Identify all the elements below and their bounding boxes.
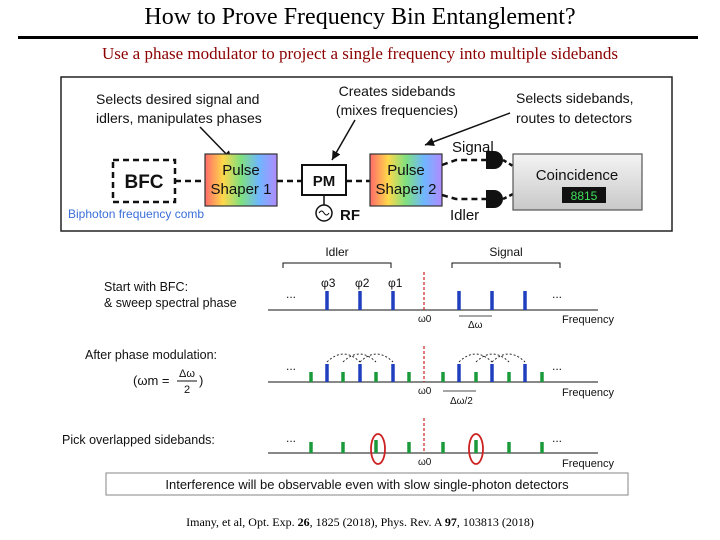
- rf-wave-icon: [318, 210, 330, 216]
- row1-frequency-label: Frequency: [562, 314, 614, 326]
- citation-volume-2: 97: [444, 515, 457, 529]
- bfc-label: BFC: [124, 172, 163, 193]
- citation-prefix: Imany, et al, Opt. Exp.: [186, 515, 298, 529]
- row3-omega0: ω0: [418, 457, 432, 468]
- note-left-line2: idlers, manipulates phases: [96, 110, 262, 126]
- omega-m-denominator: 2: [184, 384, 190, 396]
- arrow-to-pm: [331, 119, 356, 161]
- row2-sideband-arcs: [326, 353, 526, 363]
- note-mid-line1: Creates sidebands: [339, 83, 456, 99]
- interference-note-box: [105, 472, 629, 496]
- phi2-label: φ2: [355, 276, 370, 290]
- row1-ellipsis-left: ...: [286, 287, 296, 301]
- signal-cable: [502, 158, 514, 168]
- signal-detector-icon: [486, 151, 503, 169]
- idler-header: Idler: [325, 245, 348, 259]
- omega-m-formula: (ωm = Δω 2 ): [133, 368, 203, 396]
- pulse-shaper-2: [369, 153, 443, 207]
- omega-m-close: ): [199, 373, 203, 388]
- note-right-line1: Selects sidebands,: [516, 90, 634, 106]
- slide-title: How to Prove Frequency Bin Entanglement?: [144, 4, 576, 30]
- signal-label: Signal: [452, 139, 494, 156]
- row3-frequency-label: Frequency: [562, 458, 614, 470]
- omega-m-numerator: Δω: [179, 368, 195, 380]
- spectra-panel: Idler Signal Start with BFC: & sweep spe…: [62, 245, 629, 496]
- signal-sideband-highlight: [468, 433, 484, 465]
- setup-panel: Selects desired signal and idlers, manip…: [60, 76, 673, 232]
- row2-label: After phase modulation:: [85, 348, 217, 362]
- idler-path: [441, 193, 486, 201]
- biphoton-label: Biphoton frequency comb: [68, 207, 204, 221]
- row2-blue-lines: [325, 364, 527, 382]
- slide-subtitle: Use a phase modulator to project a singl…: [101, 44, 618, 63]
- entanglement-figure: Selects desired signal and idlers, manip…: [60, 76, 673, 496]
- row2-ellipsis-right: ...: [552, 359, 562, 373]
- idler-sideband-highlight: [370, 433, 386, 465]
- title-underline: [18, 36, 698, 39]
- coincidence-label: Coincidence: [536, 167, 619, 184]
- idler-detector-icon: [486, 190, 503, 208]
- row1-omega0: ω0: [418, 314, 432, 325]
- idler-bracket: [282, 262, 392, 268]
- shaper2-line1: Pulse: [387, 162, 425, 179]
- interference-note: Interference will be observable even wit…: [165, 477, 569, 492]
- row3-ellipsis-left: ...: [286, 431, 296, 445]
- shaper1-line1: Pulse: [222, 162, 260, 179]
- omega-m-lhs: (ωm =: [133, 373, 170, 388]
- counter-display: [562, 187, 606, 203]
- row2-ellipsis-left: ...: [286, 359, 296, 373]
- row2-omega0: ω0: [418, 386, 432, 397]
- shaper2-line2: Shaper 2: [376, 181, 437, 198]
- phi1-label: φ1: [388, 276, 403, 290]
- row1-label-line1: Start with BFC:: [104, 280, 188, 294]
- row1-delta-omega: Δω: [468, 320, 483, 331]
- citation-middle: , 1825 (2018), Phys. Rev. A: [309, 515, 445, 529]
- arrow-to-shaper2: [424, 112, 511, 147]
- citation-volume-1: 26: [297, 515, 310, 529]
- row3-green-lines: [309, 440, 544, 453]
- pm-label: PM: [313, 173, 336, 190]
- signal-bracket: [451, 262, 561, 268]
- pulse-shaper-1: [204, 153, 278, 207]
- idler-cable: [502, 192, 514, 201]
- citation: Imany, et al, Opt. Exp. 26, 1825 (2018),…: [0, 515, 720, 530]
- note-right-line2: routes to detectors: [516, 110, 632, 126]
- row2-frequency-label: Frequency: [562, 387, 614, 399]
- signal-path: [441, 158, 486, 167]
- row2-green-lines: [309, 372, 544, 382]
- note-mid-line2: (mixes frequencies): [336, 102, 458, 118]
- row1-ellipsis-right: ...: [552, 287, 562, 301]
- shaper1-line2: Shaper 1: [211, 181, 272, 198]
- rf-label: RF: [340, 207, 360, 224]
- row2-delta-omega-half: Δω/2: [450, 396, 473, 407]
- row3-label: Pick overlapped sidebands:: [62, 433, 215, 447]
- idler-label: Idler: [450, 207, 479, 224]
- note-left-line1: Selects desired signal and: [96, 91, 259, 107]
- row3-ellipsis-right: ...: [552, 431, 562, 445]
- phi3-label: φ3: [321, 276, 336, 290]
- counter-readout: 8815: [571, 189, 598, 203]
- row1-label-line2: & sweep spectral phase: [104, 296, 237, 310]
- citation-suffix: , 103813 (2018): [456, 515, 534, 529]
- signal-header: Signal: [489, 245, 522, 259]
